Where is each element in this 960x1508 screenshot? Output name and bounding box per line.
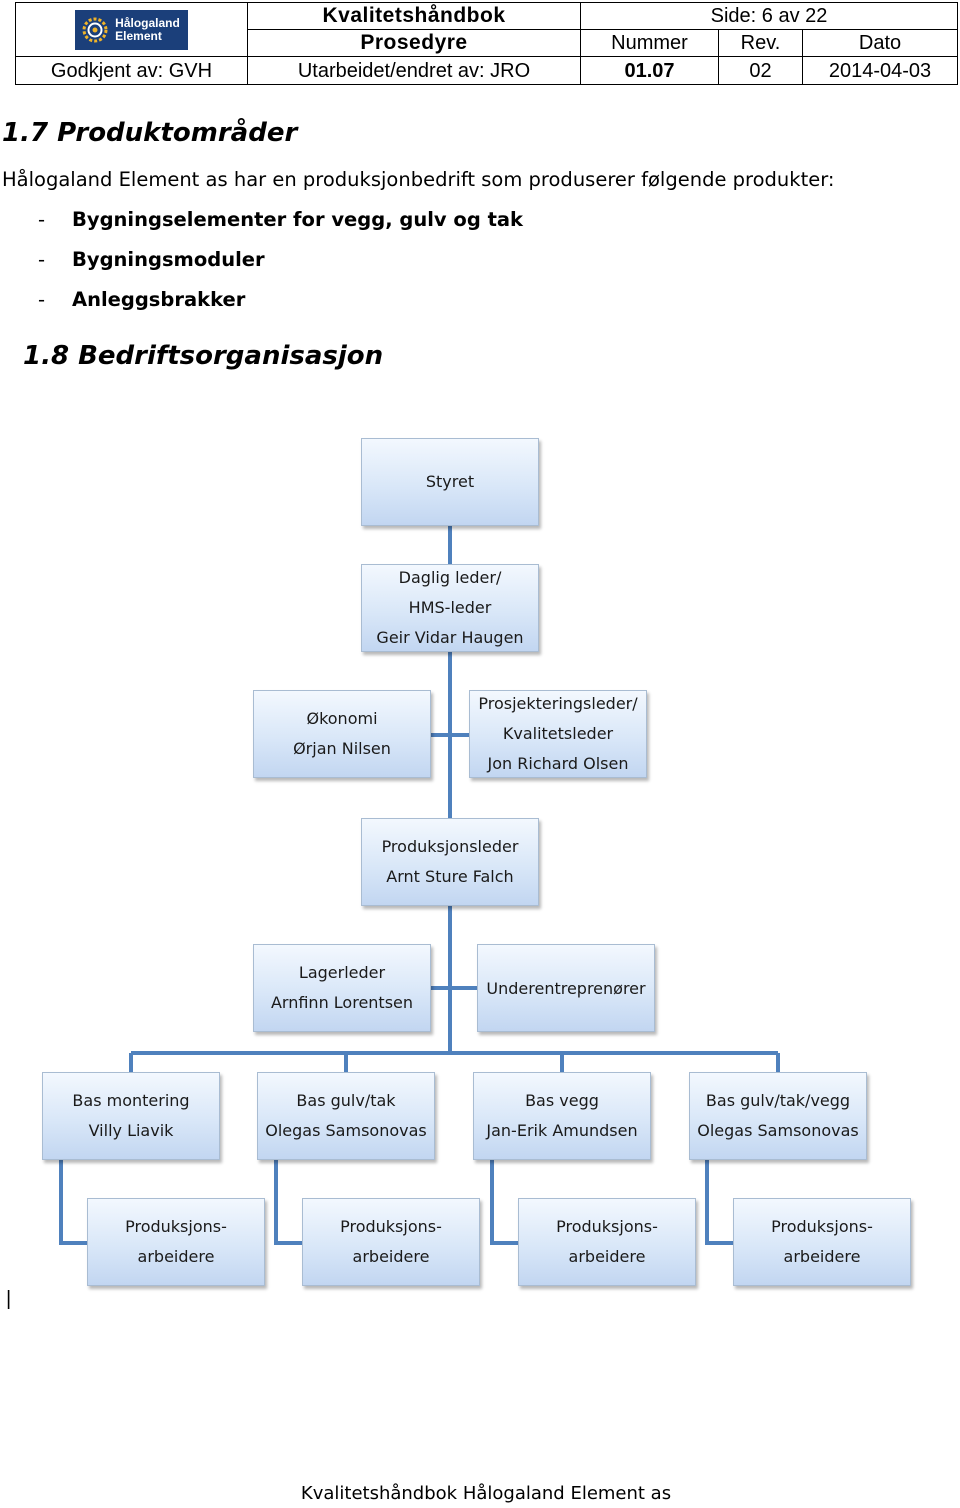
- org-box-label: arbeidere: [352, 1247, 430, 1266]
- org-box-foreman: Bas gulv/tak Olegas Samsonovas: [257, 1072, 435, 1160]
- org-box-board: Styret: [361, 438, 539, 526]
- product-label: Bygningselementer for vegg, gulv og tak: [72, 208, 524, 231]
- org-box-foreman: Bas vegg Jan-Erik Amundsen: [473, 1072, 651, 1160]
- org-box-workers: Produksjons- arbeidere: [87, 1198, 265, 1286]
- org-box-name: Olegas Samsonovas: [697, 1121, 859, 1140]
- bullet-dash: -: [38, 208, 46, 231]
- org-box-label: arbeidere: [783, 1247, 861, 1266]
- org-box-label: Underentreprenører: [486, 979, 646, 998]
- org-box-name: Geir Vidar Haugen: [376, 628, 524, 647]
- approved-by: Godkjent av: GVH: [15, 56, 248, 85]
- org-box-workers: Produksjons- arbeidere: [518, 1198, 696, 1286]
- org-box-name: Olegas Samsonovas: [265, 1121, 427, 1140]
- org-box-name: Jon Richard Olsen: [487, 754, 629, 773]
- products-list: - Bygningselementer for vegg, gulv og tak…: [38, 208, 523, 328]
- org-box-label: Bas vegg: [525, 1091, 599, 1110]
- bullet-dash: -: [38, 288, 46, 311]
- company-logo: Hålogaland Element: [75, 9, 188, 50]
- org-box-name: Ørjan Nilsen: [293, 739, 391, 758]
- list-item: - Bygningselementer for vegg, gulv og tak: [38, 208, 523, 248]
- org-box-label: HMS-leder: [408, 598, 492, 617]
- org-box-label: Produksjons-: [125, 1217, 227, 1236]
- logo-text-line1: Hålogaland: [115, 15, 180, 30]
- doc-number: 01.07: [580, 56, 719, 85]
- logo-text-line2: Element: [115, 28, 162, 43]
- org-box-label: Daglig leder/: [398, 568, 502, 587]
- document-header: Hålogaland Element Kvalitetshåndbok Side…: [15, 2, 958, 85]
- products-intro: Hålogaland Element as har en produksjonb…: [2, 168, 835, 191]
- list-item: - Bygningsmoduler: [38, 248, 523, 288]
- org-box-warehouse: Lagerleder Arnfinn Lorentsen: [253, 944, 431, 1032]
- org-box-label: Styret: [425, 472, 475, 491]
- doc-date: 2014-04-03: [802, 56, 958, 85]
- org-box-name: Arnt Sture Falch: [386, 867, 514, 886]
- product-label: Anleggsbrakker: [72, 288, 246, 311]
- doc-subtitle: Prosedyre: [247, 29, 581, 57]
- bullet-dash: -: [38, 248, 46, 271]
- org-box-foreman: Bas gulv/tak/vegg Olegas Samsonovas: [689, 1072, 867, 1160]
- org-heading: 1.8 Bedriftsorganisasjon: [23, 341, 384, 371]
- org-box-finance: Økonomi Ørjan Nilsen: [253, 690, 431, 778]
- gear-logo-icon: [82, 17, 108, 42]
- org-box-label: arbeidere: [137, 1247, 215, 1266]
- org-box-subcontractors: Underentreprenører: [477, 944, 655, 1032]
- org-box-label: Økonomi: [306, 709, 378, 728]
- org-box-label: Produksjons-: [771, 1217, 873, 1236]
- org-box-label: Lagerleder: [298, 963, 386, 982]
- org-box-label: Produksjons-: [556, 1217, 658, 1236]
- doc-revision: 02: [718, 56, 803, 85]
- org-box-foreman: Bas montering Villy Liavik: [42, 1072, 220, 1160]
- list-item: - Anleggsbrakker: [38, 288, 523, 328]
- org-box-workers: Produksjons- arbeidere: [302, 1198, 480, 1286]
- date-column-label: Dato: [802, 29, 958, 57]
- org-box-name: Arnfinn Lorentsen: [270, 993, 414, 1012]
- org-box-label: Produksjons-: [340, 1217, 442, 1236]
- org-box-label: Kvalitetsleder: [502, 724, 614, 743]
- prepared-by: Utarbeidet/endret av: JRO: [247, 56, 581, 85]
- logo-cell: Hålogaland Element: [15, 2, 248, 57]
- org-box-label: Bas gulv/tak/vegg: [705, 1091, 851, 1110]
- org-box-project-lead: Prosjekteringsleder/ Kvalitetsleder Jon …: [469, 690, 647, 778]
- org-box-label: Bas montering: [72, 1091, 190, 1110]
- org-box-workers: Produksjons- arbeidere: [733, 1198, 911, 1286]
- org-box-label: Produksjonsleder: [381, 837, 519, 856]
- product-label: Bygningsmoduler: [72, 248, 265, 271]
- products-heading: 1.7 Produktområder: [2, 118, 298, 148]
- org-box-ceo: Daglig leder/ HMS-leder Geir Vidar Hauge…: [361, 564, 539, 652]
- org-box-label: Bas gulv/tak: [296, 1091, 396, 1110]
- page-footer: Kvalitetshåndbok Hålogaland Element as: [300, 1483, 672, 1504]
- org-box-name: Villy Liavik: [88, 1121, 174, 1140]
- org-box-label: Prosjekteringsleder/: [478, 694, 638, 713]
- text-cursor: |: [6, 1288, 12, 1310]
- org-box-label: arbeidere: [568, 1247, 646, 1266]
- org-box-production-lead: Produksjonsleder Arnt Sture Falch: [361, 818, 539, 906]
- org-box-name: Jan-Erik Amundsen: [486, 1121, 638, 1140]
- rev-column-label: Rev.: [718, 29, 803, 57]
- doc-title: Kvalitetshåndbok: [247, 2, 581, 30]
